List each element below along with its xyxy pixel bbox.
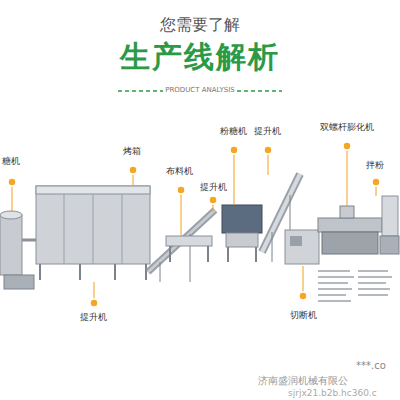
english-heading: PRODUCT ANALYSIS xyxy=(165,86,235,94)
parts-list-lines xyxy=(318,270,392,302)
twin-screw-extruder xyxy=(318,206,382,254)
machine-label: 双螺杆膨化机 xyxy=(320,122,374,132)
machine-label: 粉糖机 xyxy=(220,126,247,136)
spreader-table xyxy=(166,236,212,262)
machine-label: 提升机 xyxy=(80,312,107,322)
watermark: 济南盛润机械有限公 xyxy=(258,375,348,387)
machine-label: 提升机 xyxy=(200,182,227,192)
cutter xyxy=(285,230,319,264)
sub-heading: 您需要了解 xyxy=(160,16,240,34)
watermark: sjrjx21.b2b.hc360.c xyxy=(288,388,377,398)
machine-label: 拌粉 xyxy=(366,160,384,170)
sugar-powder-machine xyxy=(222,205,262,262)
machine-label: 糖机 xyxy=(2,156,20,166)
machine-label: 布料机 xyxy=(166,166,193,176)
sugar-spray-machine xyxy=(0,211,38,289)
heading-rule xyxy=(118,90,163,92)
heading-rule xyxy=(237,90,282,92)
main-title: 生产线解析 xyxy=(120,40,280,75)
marker-dots xyxy=(8,142,380,307)
machine-label: 提升机 xyxy=(254,126,281,136)
leader-lines xyxy=(12,150,376,299)
powder-mixer xyxy=(380,196,399,254)
watermark: ***.co xyxy=(356,360,386,372)
machine-label: 烤箱 xyxy=(123,146,141,156)
machine-label: 切断机 xyxy=(290,310,317,320)
oven xyxy=(36,186,150,280)
